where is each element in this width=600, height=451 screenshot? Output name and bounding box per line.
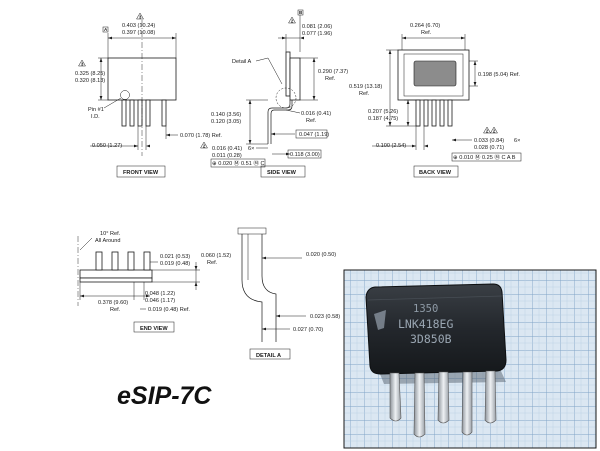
end-height-ref: 0.060 (1.52) bbox=[201, 253, 231, 259]
side-body bbox=[289, 57, 301, 101]
end-span: 0.378 (9.60) bbox=[98, 300, 128, 306]
chip-marking-line1: 1350 bbox=[413, 303, 438, 315]
pin1-label: Pin #1 bbox=[88, 107, 104, 113]
chip-marking-line3: 3D850B bbox=[410, 332, 452, 346]
detail-lead-outline bbox=[241, 234, 263, 342]
side-lead-count: 6× bbox=[248, 146, 254, 152]
end-thickness-min: 0.019 (0.48) bbox=[160, 261, 190, 267]
end-leads bbox=[95, 251, 151, 271]
side-view: 0.081 (2.06) 0.077 (1.96) B 2 Detail A 0… bbox=[200, 9, 348, 178]
end-angle-note: All Around bbox=[95, 238, 121, 244]
package-title: eSIP-7C bbox=[117, 382, 212, 410]
detail-top-dim: 0.020 (0.50) bbox=[306, 252, 336, 258]
front-triangle-mark: 3 bbox=[139, 14, 142, 19]
front-height-max: 0.325 (8.25) bbox=[75, 71, 105, 77]
front-height-min: 0.320 (8.13) bbox=[75, 78, 105, 84]
detail-view-caption: DETAIL A bbox=[256, 353, 281, 359]
side-bent-lead bbox=[267, 100, 291, 144]
back-pitch: 0.100 (2.54) bbox=[376, 143, 406, 149]
end-height-note: Ref. bbox=[207, 260, 218, 266]
datum-a-label: A bbox=[104, 27, 108, 32]
end-pitch-max: 0.048 (1.22) bbox=[145, 291, 175, 297]
front-lead-span: 0.070 (1.78) Ref. bbox=[180, 133, 222, 139]
detail-dim-r1: 0.023 (0.58) bbox=[310, 314, 340, 320]
side-right-ref-note: Ref. bbox=[325, 76, 336, 82]
detail-a-view: 0.020 (0.50) 0.023 (0.58) 0.027 (0.70) D… bbox=[237, 227, 340, 360]
side-standoff-min: 0.120 (3.05) bbox=[211, 119, 241, 125]
front-view: 0.403 (10.24) 0.397 (10.08) A 3 0.325 (8… bbox=[75, 12, 222, 178]
component-photo: 1350 LNK418EG 3D850B bbox=[343, 269, 597, 449]
side-offset: 0.118 (3.00) bbox=[290, 152, 320, 158]
detail-dim-r2: 0.027 (0.70) bbox=[293, 327, 323, 333]
back-lead-len-max: 0.207 (5.26) bbox=[368, 109, 398, 115]
back-thermal-tab bbox=[413, 60, 457, 87]
side-triangle-mark: 2 bbox=[291, 18, 294, 23]
side-width-triangle-mark: 2 bbox=[203, 143, 206, 148]
back-lead-count: 6× bbox=[514, 138, 520, 144]
side-lead-w-max: 0.016 (0.41) bbox=[212, 146, 242, 152]
side-top-max: 0.081 (2.06) bbox=[302, 24, 332, 30]
front-width-min: 0.397 (10.08) bbox=[122, 30, 155, 36]
back-total-height: 0.519 (13.18) bbox=[349, 84, 382, 90]
back-tab-width: 0.264 (6.70) bbox=[410, 23, 440, 29]
detail-a-label: Detail A bbox=[232, 59, 252, 65]
note-triangle-icon-2 bbox=[78, 59, 86, 67]
end-thickness-max: 0.021 (0.53) bbox=[160, 254, 190, 260]
note-triangle-icon-4 bbox=[200, 141, 208, 149]
back-tab-height: 0.198 (5.04) Ref. bbox=[478, 72, 520, 78]
side-top-min: 0.077 (1.96) bbox=[302, 31, 332, 37]
side-view-caption: SIDE VIEW bbox=[267, 170, 297, 176]
chip-body bbox=[365, 283, 507, 375]
end-small-ref: 0.019 (0.48) Ref. bbox=[148, 307, 190, 313]
back-triangle-mark-b: 2 bbox=[493, 128, 496, 133]
back-tolerance-box: ⊕ 0.010 Ⓜ 0.25 Ⓜ C A B bbox=[453, 153, 516, 161]
note-triangle-icon-3 bbox=[288, 16, 296, 24]
back-view-caption: BACK VIEW bbox=[419, 170, 452, 176]
front-view-caption: FRONT VIEW bbox=[123, 170, 159, 176]
front-width-max: 0.403 (10.24) bbox=[122, 23, 155, 29]
side-right-ref: 0.290 (7.37) bbox=[318, 69, 348, 75]
end-body bbox=[79, 269, 153, 279]
end-view: 10° Ref. All Around 0.021 (0.53) 0.019 (… bbox=[77, 231, 231, 333]
side-tolerance-box: ⊕ 0.020 Ⓜ 0.51 Ⓜ C bbox=[212, 159, 265, 167]
front-lead-pitch: 0.050 (1.27) bbox=[92, 143, 122, 149]
note-triangle-icon bbox=[136, 12, 144, 20]
front-height-triangle-mark: 3 bbox=[81, 61, 84, 66]
side-tab bbox=[285, 51, 291, 97]
end-angle: 10° Ref. bbox=[100, 231, 121, 237]
back-leads bbox=[415, 99, 453, 127]
pin1-indicator bbox=[120, 90, 130, 100]
end-span-note: Ref. bbox=[110, 307, 121, 313]
back-tab-width-note: Ref. bbox=[421, 30, 432, 36]
back-lead-max: 0.033 (0.84) bbox=[474, 138, 504, 144]
back-total-height-note: Ref. bbox=[359, 91, 370, 97]
side-lead-w-min: 0.011 (0.28) bbox=[212, 153, 242, 159]
side-lead-thickness: 0.016 (0.41) bbox=[301, 111, 331, 117]
pin1-label-id: I.D. bbox=[91, 114, 100, 120]
end-view-caption: END VIEW bbox=[140, 326, 168, 332]
side-bend: 0.047 (1.19) bbox=[299, 132, 329, 138]
note-triangle-icon-5 bbox=[483, 126, 491, 134]
datum-b-label: B bbox=[299, 10, 303, 15]
chip-marking-line2: LNK418EG bbox=[398, 317, 453, 331]
back-lead-min: 0.028 (0.71) bbox=[474, 145, 504, 151]
back-lead-len-min: 0.187 (4.75) bbox=[368, 116, 398, 122]
note-triangle-icon-6 bbox=[490, 126, 498, 134]
side-lead-thickness-note: Ref. bbox=[306, 118, 317, 124]
manufacturer-logo-icon bbox=[374, 310, 386, 330]
side-standoff-max: 0.140 (3.56) bbox=[211, 112, 241, 118]
back-view: 0.264 (6.70) Ref. 0.519 (13.18) Ref. 0.1… bbox=[349, 23, 522, 178]
end-pitch-min: 0.046 (1.17) bbox=[145, 298, 175, 304]
back-triangle-mark-a: 2 bbox=[486, 128, 489, 133]
chip-pins bbox=[389, 370, 497, 438]
front-leads bbox=[121, 99, 167, 127]
